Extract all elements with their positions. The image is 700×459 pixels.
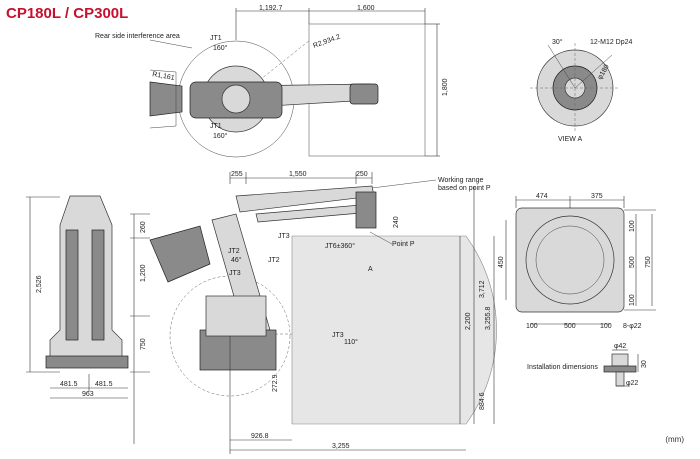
page-title: CP180L / CP300L [6, 5, 129, 22]
unit-label: (mm) [665, 435, 684, 444]
dim-1800: 1,800 [442, 78, 449, 96]
dim-2729: 272.9 [272, 374, 279, 392]
jt6-label: JT6±360° [325, 242, 355, 250]
working-range-area [291, 235, 497, 425]
dim-1600-h: 1,600 [357, 5, 375, 12]
install-label: Installation dimensions [527, 364, 598, 371]
dim-255: 255 [231, 171, 243, 178]
dim-8846: 884.6 [479, 392, 486, 410]
side-view-base [199, 329, 277, 371]
install-phi42: φ42 [614, 343, 626, 350]
side-view-motor [149, 225, 211, 283]
dim-4815-left: 481.5 [60, 381, 78, 388]
install-dim-30: 30 [641, 360, 648, 368]
dim-100-r: 100 [600, 323, 612, 330]
dim-3255-v: 3,255.8 [485, 307, 492, 330]
dim-375: 375 [591, 193, 603, 200]
install-detail: Installation dimensions φ42 30 φ22 [527, 343, 648, 387]
dim-100-l: 100 [526, 323, 538, 330]
view-a-holes: 12-M12 Dp24 [590, 39, 633, 46]
dim-2526: 2,526 [36, 275, 43, 293]
jt1-bottom-angle: 160° [213, 132, 228, 140]
dim-963: 963 [82, 391, 94, 398]
side-view: 255 1,550 250 240 260 1,200 750 2,200 3,… [130, 171, 497, 454]
jt2-b-label: JT2 [268, 257, 280, 264]
point-p-label: Point P [392, 241, 415, 248]
rear-side-label: Rear side interference area [95, 33, 180, 40]
working-range-line2: based on point P [438, 185, 491, 192]
top-view: 1,192.7 1,600 1,800 Rear side interferen… [95, 5, 449, 158]
top-view-wrist [349, 83, 379, 105]
dim-750: 750 [140, 338, 147, 350]
dim-2200: 2,200 [465, 312, 472, 330]
jt3-angle: 110° [344, 338, 358, 346]
dim-474: 474 [536, 193, 548, 200]
dim-9268: 926.8 [251, 433, 269, 440]
front-view-body [49, 195, 123, 361]
base-view-holes: 8-φ22 [623, 323, 642, 330]
install-bolt-head [611, 353, 629, 367]
dim-3255-h: 3,255 [332, 443, 350, 450]
install-phi22: φ22 [626, 380, 638, 387]
jt2-angle: 46° [231, 256, 242, 264]
dim-4815-right: 481.5 [95, 381, 113, 388]
dim-1200: 1,200 [140, 264, 147, 282]
install-plate [603, 365, 637, 373]
dim-100-b: 100 [629, 294, 636, 306]
base-view: 474 375 450 100 500 750 100 100 500 100 … [498, 193, 656, 330]
dim-240: 240 [393, 216, 400, 228]
jt1-top-angle: 160° [213, 44, 228, 52]
dim-500-h: 500 [564, 323, 576, 330]
jt3-label: JT3 [278, 233, 290, 240]
dim-250: 250 [356, 171, 368, 178]
r-small-label: R1,161 [152, 71, 176, 82]
dim-450: 450 [498, 256, 505, 268]
side-view-wrist [355, 191, 377, 229]
jt3-b-label: JT3 [332, 332, 344, 339]
arrow-a-label: A [368, 266, 373, 273]
jt2-label: JT2 [228, 248, 240, 255]
r-large-label: R2,934.2 [312, 34, 341, 50]
view-a-label: VIEW A [558, 136, 582, 143]
dim-260: 260 [140, 221, 147, 233]
view-a-angle: 30° [552, 38, 563, 46]
dim-1550: 1,550 [289, 171, 307, 178]
working-range-line1: Working range [438, 177, 484, 184]
jt1-top-label: JT1 [210, 35, 222, 42]
dim-1192: 1,192.7 [259, 5, 282, 12]
dim-750: 750 [645, 256, 652, 268]
jt1-bottom-label: JT1 [210, 123, 222, 130]
dim-3712: 3,712 [479, 280, 486, 298]
dim-100-a: 100 [629, 220, 636, 232]
dim-500-v: 500 [629, 256, 636, 268]
view-a: 30° 12-M12 Dp24 φ180 VIEW A [530, 38, 633, 143]
jt3-small-label: JT3 [229, 270, 241, 277]
front-view: 2,526 481.5 481.5 963 [26, 195, 129, 399]
